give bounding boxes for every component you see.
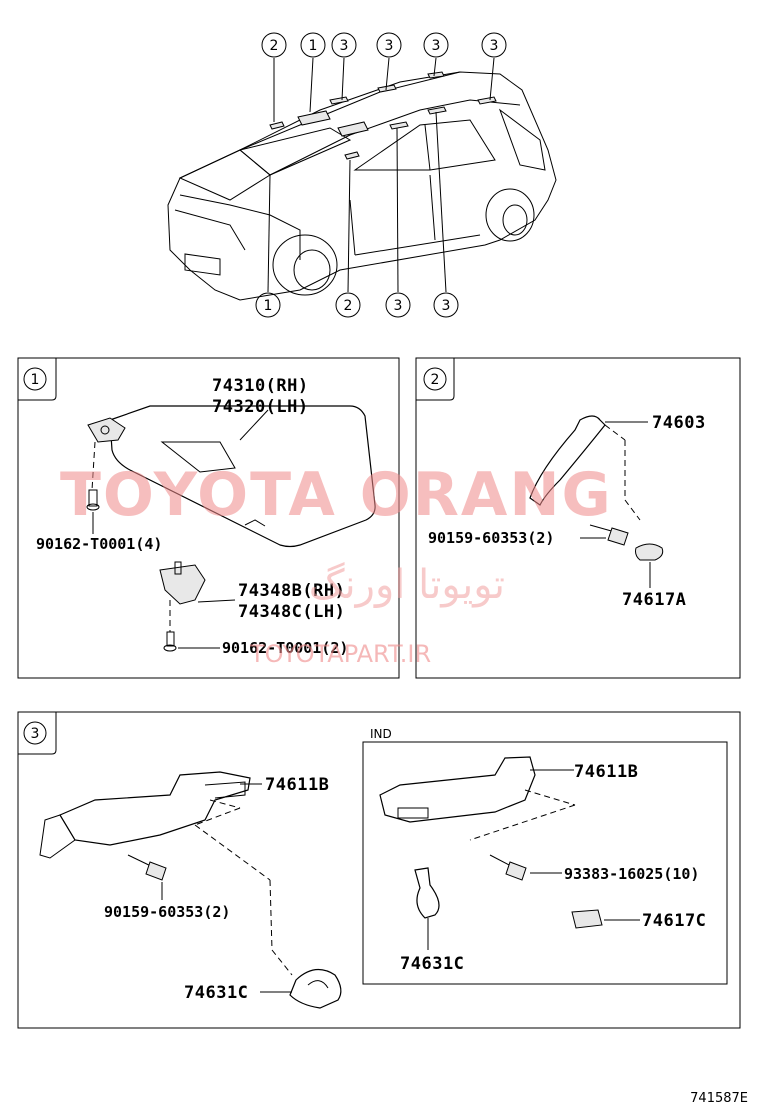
watermark-persian: تویوتا اورنگ <box>309 562 505 608</box>
svg-text:3: 3 <box>442 298 451 314</box>
part-no-90159-box2: 90159-60353(2) <box>428 529 554 547</box>
part-no-90162-2: 90162-T0001(2) <box>222 639 348 657</box>
sun-visor[interactable] <box>109 405 376 548</box>
svg-text:2: 2 <box>344 298 353 314</box>
callout-1-bottom[interactable]: 1 <box>255 292 281 318</box>
screw-top[interactable] <box>86 489 100 511</box>
part-no-74617a: 74617A <box>622 590 686 610</box>
part-no-74611b-ind: 74611B <box>574 762 638 782</box>
part-no-90159-box3: 90159-60353(2) <box>104 903 230 921</box>
svg-text:3: 3 <box>432 38 441 54</box>
grip-bolt-3[interactable] <box>127 854 167 881</box>
callout-2-bottom[interactable]: 2 <box>335 292 361 318</box>
svg-text:1: 1 <box>31 372 40 388</box>
grip-bolt[interactable] <box>589 524 629 546</box>
part-no-74617c: 74617C <box>642 911 706 931</box>
part-no-74611b: 74611B <box>265 775 329 795</box>
grip-bolt-ind[interactable] <box>489 854 527 881</box>
svg-text:1: 1 <box>309 38 318 54</box>
svg-text:1: 1 <box>264 298 273 314</box>
visor-holder[interactable] <box>159 564 206 605</box>
diagram-code: 741587E <box>690 1091 748 1106</box>
svg-text:3: 3 <box>490 38 499 54</box>
part-no-93383: 93383-16025(10) <box>564 865 699 883</box>
part-no-74631c: 74631C <box>184 983 248 1003</box>
visor-mount[interactable] <box>87 417 126 443</box>
box-1-index: 1 <box>23 367 47 391</box>
svg-text:3: 3 <box>394 298 403 314</box>
watermark-url: TOYOTAPART.IR <box>249 640 431 668</box>
part-no-90162-4: 90162-T0001(4) <box>36 535 162 553</box>
grip-clip[interactable] <box>635 543 664 561</box>
box-1-sun-visor: 1 74310(RH) 74320(LH) 90162-T0001(4) <box>17 357 400 679</box>
assist-grip[interactable] <box>529 415 606 506</box>
ind-sub-box: IND 74611B 93383-16025(10) 74617C 74631C <box>362 727 728 985</box>
svg-text:3: 3 <box>340 38 349 54</box>
part-no-74348c: 74348C(LH) <box>238 602 345 622</box>
watermark: TOYOTA ORANG تویوتا اورنگ TOYOTAPART.IR <box>60 460 613 668</box>
box-2-index: 2 <box>423 367 447 391</box>
svg-text:2: 2 <box>270 38 279 54</box>
cap-ind[interactable] <box>571 909 603 929</box>
callout-3-bottom-b[interactable]: 3 <box>433 292 459 318</box>
callout-3-top-b[interactable]: 3 <box>376 32 402 58</box>
ind-label: IND <box>370 727 392 741</box>
part-no-74348b: 74348B(RH) <box>238 581 345 601</box>
box-3-index: 3 <box>23 721 47 745</box>
hook-ind[interactable] <box>414 867 440 919</box>
svg-text:2: 2 <box>431 372 440 388</box>
box-2-assist-grip: 2 74603 90159-60353(2) 74617A <box>415 357 741 679</box>
svg-text:3: 3 <box>385 38 394 54</box>
vehicle-overview: 2 1 3 3 3 3 1 2 <box>167 32 557 318</box>
svg-text:3: 3 <box>31 726 40 742</box>
screw-bottom[interactable] <box>163 631 177 652</box>
part-no-74320: 74320(LH) <box>212 397 309 417</box>
callout-3-top-c[interactable]: 3 <box>423 32 449 58</box>
part-no-74310: 74310(RH) <box>212 376 309 396</box>
callout-1-top[interactable]: 1 <box>300 32 326 58</box>
part-no-74603: 74603 <box>652 413 706 433</box>
part-no-74631c-ind: 74631C <box>400 954 464 974</box>
assist-grip-3[interactable] <box>59 771 251 846</box>
hook-3[interactable] <box>289 969 342 1009</box>
watermark-brand: TOYOTA ORANG <box>60 460 613 530</box>
callout-3-top-d[interactable]: 3 <box>481 32 507 58</box>
callout-3-bottom-a[interactable]: 3 <box>385 292 411 318</box>
callout-3-top-a[interactable]: 3 <box>331 32 357 58</box>
callout-2-top[interactable]: 2 <box>261 32 287 58</box>
assist-grip-ind[interactable] <box>379 756 536 823</box>
box-3-assist-grip: 3 74611B 90159-60353(2) 74631C IND <box>17 711 741 1029</box>
